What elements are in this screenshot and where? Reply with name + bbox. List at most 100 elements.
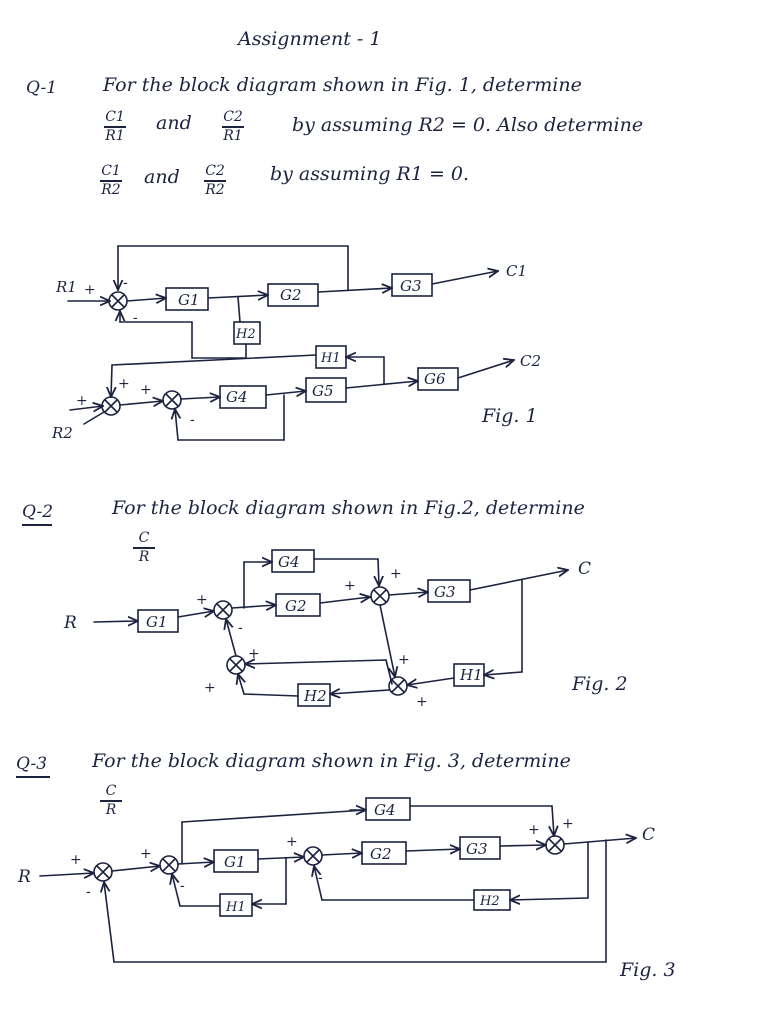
fig2-block-g4 <box>271 549 315 573</box>
fig3-label-g4: G4 <box>374 801 396 819</box>
fig1-diagram <box>67 245 514 441</box>
svg-text:+: + <box>84 282 96 298</box>
frac-num: C1 <box>101 163 121 179</box>
fig3-label-h1: H1 <box>225 900 246 915</box>
fig1-block-g4 <box>219 385 267 409</box>
svg-text:+: + <box>118 376 130 392</box>
frac-num: C <box>138 530 150 546</box>
fig1-label-r2: R2 <box>51 424 73 442</box>
fig1-block-g1 <box>165 287 209 311</box>
svg-text:+: + <box>390 566 402 582</box>
fig3-block-g3 <box>459 836 501 860</box>
svg-text:-: - <box>190 412 195 428</box>
fig2-summing-junction-1 <box>213 600 233 620</box>
fig2-label-g2: G2 <box>285 597 307 615</box>
fig3-block-h1 <box>219 893 253 917</box>
q3-line1: For the block diagram shown in Fig. 3, d… <box>92 750 571 772</box>
fig2-block-h1 <box>453 663 485 687</box>
fig3-label-h2: H2 <box>479 894 500 909</box>
svg-text:+: + <box>248 646 260 662</box>
svg-text:+: + <box>286 834 298 850</box>
fig3-block-g2 <box>361 841 407 865</box>
fig1-block-g3 <box>391 273 433 297</box>
q3-label-underline <box>16 776 50 778</box>
frac-num: C1 <box>105 109 125 125</box>
svg-text:-: - <box>318 870 323 886</box>
fig2-label-h2: H2 <box>303 687 327 705</box>
q3-label: Q-3 <box>16 754 48 774</box>
frac-num: C <box>105 783 117 799</box>
fig2-label-g1: G1 <box>146 613 168 631</box>
fig2-label-c: C <box>578 559 591 579</box>
svg-text:+: + <box>204 680 216 696</box>
q2-label-underline <box>22 524 52 526</box>
fig2-label-r: R <box>63 613 77 633</box>
frac-num: C2 <box>223 109 243 125</box>
q2-line1: For the block diagram shown in Fig.2, de… <box>112 497 585 519</box>
svg-text:+: + <box>76 393 88 409</box>
frac-den: R <box>138 548 150 565</box>
fig3-block-g1 <box>213 849 259 873</box>
fig3-block-g4 <box>365 797 411 821</box>
fig2-caption: Fig. 2 <box>571 673 628 695</box>
fig1-label-g6: G6 <box>424 370 446 388</box>
frac-den: R1 <box>223 127 243 144</box>
fig2-block-h2 <box>297 683 331 707</box>
svg-text:+: + <box>528 822 540 838</box>
fig1-label-g1: G1 <box>178 291 200 309</box>
q1-line2-rest: by assuming R2 = 0. Also determine <box>292 114 644 136</box>
fig1-label-g3: G3 <box>400 277 422 295</box>
fig1-label-g5: G5 <box>312 382 334 400</box>
fig1-block-h1 <box>315 345 347 369</box>
fig2-block-g3 <box>427 579 471 603</box>
fig1-label-g4: G4 <box>226 388 248 406</box>
fig1-label-g2: G2 <box>280 286 302 304</box>
fig1-block-g6 <box>417 367 459 391</box>
fig3-label-g3: G3 <box>466 840 488 858</box>
svg-text:+: + <box>398 652 410 668</box>
svg-text:+: + <box>140 382 152 398</box>
fig2-block-g2 <box>275 593 321 617</box>
fig2-diagram <box>93 549 568 707</box>
svg-text:+: + <box>196 592 208 608</box>
fig1-block-g2 <box>267 283 319 307</box>
svg-text:-: - <box>123 275 128 291</box>
svg-text:+: + <box>344 578 356 594</box>
fig1-block-g5 <box>305 377 347 403</box>
q1-line3-rest: by assuming R1 = 0. <box>270 163 470 185</box>
frac-den: R2 <box>205 181 225 198</box>
fig2-label-g4: G4 <box>278 553 300 571</box>
fig1-caption: Fig. 1 <box>481 405 538 427</box>
svg-text:-: - <box>86 884 91 900</box>
fig2-label-g3: G3 <box>434 583 456 601</box>
fig3-label-c: C <box>642 825 655 845</box>
fig3-label-g1: G1 <box>224 853 246 871</box>
fig1-label-c2: C2 <box>520 352 541 370</box>
frac-den: R2 <box>101 181 121 198</box>
q2-label: Q-2 <box>22 502 54 522</box>
svg-text:+: + <box>70 852 82 868</box>
page-title: Assignment - 1 <box>238 28 382 50</box>
fig3-caption: Fig. 3 <box>619 959 676 981</box>
q1-label: Q-1 <box>26 78 58 98</box>
frac-num: C2 <box>205 163 225 179</box>
svg-text:-: - <box>180 878 185 894</box>
svg-text:-: - <box>238 620 243 636</box>
frac-den: R1 <box>105 127 125 144</box>
frac-den: R <box>105 801 117 818</box>
q1-and-2: and <box>144 166 180 188</box>
fig3-label-r: R <box>17 867 31 887</box>
svg-text:+: + <box>416 694 428 710</box>
fig3-label-g2: G2 <box>370 845 392 863</box>
fig1-block-h2 <box>233 321 261 345</box>
fig2-block-g1 <box>137 609 179 633</box>
q1-and-1: and <box>156 112 192 134</box>
fig1-label-h1: H1 <box>320 351 341 366</box>
svg-text:-: - <box>133 310 138 326</box>
